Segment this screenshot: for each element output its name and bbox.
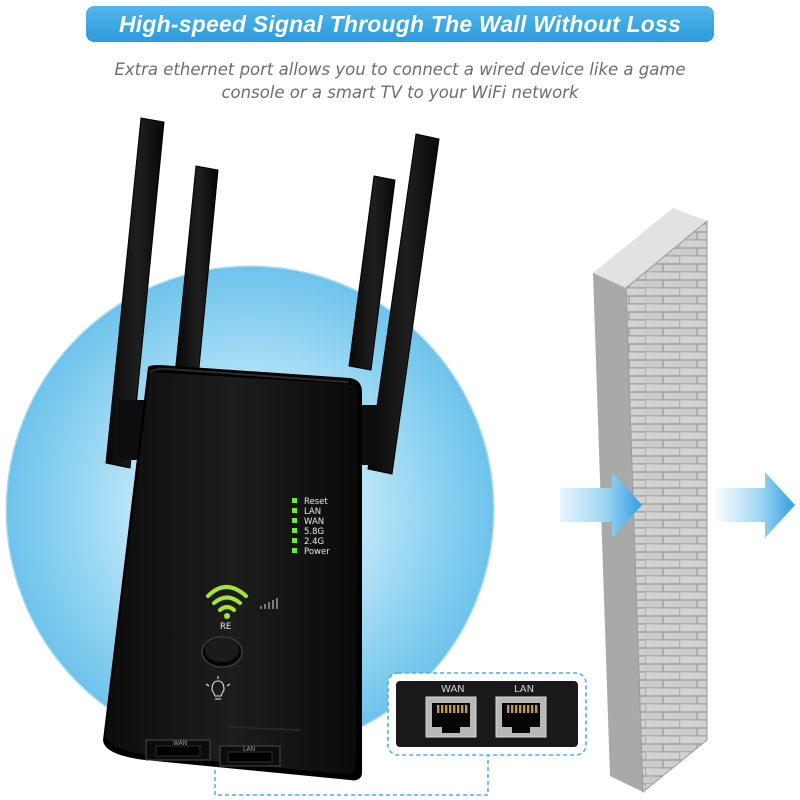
- device-port-label-wan: WAN: [173, 740, 187, 747]
- light-bulb-icon: [205, 676, 231, 700]
- wifi-icon: [206, 585, 248, 619]
- description-text: Extra ethernet port allows you to connec…: [60, 58, 740, 104]
- headline-banner: High-speed Signal Through The Wall Witho…: [86, 6, 714, 42]
- callout-label-wan: WAN: [441, 684, 465, 695]
- wps-button[interactable]: [201, 636, 243, 668]
- arrow-right-icon-2: [713, 472, 795, 538]
- led-lan: [292, 508, 297, 513]
- led-label-5g: 5.8G: [304, 527, 324, 537]
- wifi-extender-device: [103, 365, 362, 781]
- description-line-2: console or a smart TV to your WiFi netwo…: [221, 83, 579, 102]
- led-2g: [292, 538, 297, 543]
- led-label-lan: LAN: [304, 507, 321, 517]
- port-callout-panel: WAN LAN: [387, 672, 587, 756]
- device-port-label-lan: LAN: [243, 746, 255, 753]
- led-label-wan: WAN: [304, 517, 324, 527]
- signal-bars-icon: [260, 598, 278, 609]
- callout-connector: [214, 752, 489, 796]
- led-label-2g: 2.4G: [304, 537, 324, 547]
- led-label-power: Power: [304, 547, 330, 557]
- brick-wall: [593, 208, 708, 794]
- led-wan: [292, 518, 297, 523]
- device-bottom-ports: WAN LAN: [145, 739, 281, 767]
- arrow-right-icon: [560, 472, 642, 538]
- led-reset: [292, 498, 297, 503]
- antenna-left-outer: [105, 117, 165, 469]
- ethernet-port-icon: [425, 696, 477, 738]
- antenna-right-inner: [348, 175, 396, 371]
- led-label-reset: Reset: [304, 497, 328, 507]
- led-5g: [292, 528, 297, 533]
- led-indicator-panel: Reset LAN WAN 5.8G 2.4G Power: [292, 497, 330, 557]
- re-mode-label: RE: [220, 622, 231, 632]
- callout-label-lan: LAN: [514, 684, 534, 695]
- led-power: [292, 548, 297, 553]
- description-line-1: Extra ethernet port allows you to connec…: [114, 60, 686, 79]
- headline-title: High-speed Signal Through The Wall Witho…: [118, 10, 682, 37]
- ethernet-port-icon-lan: [495, 696, 547, 738]
